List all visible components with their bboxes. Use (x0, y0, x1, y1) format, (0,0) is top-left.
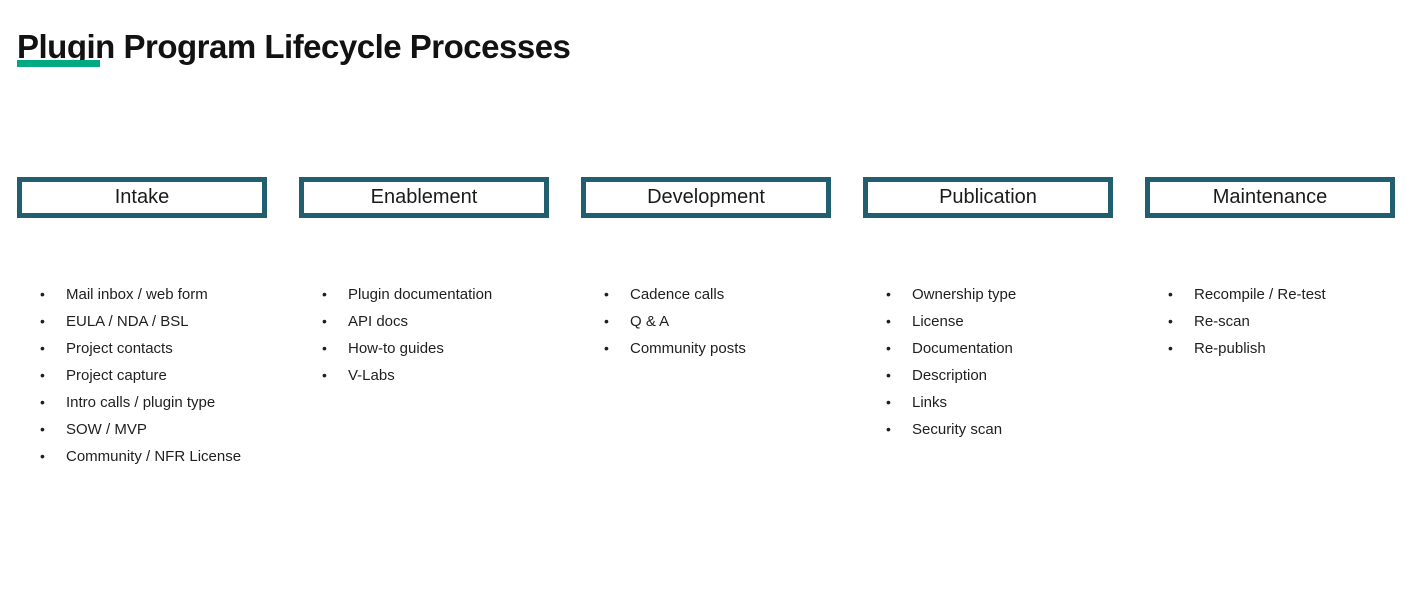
list-item: • V-Labs (299, 362, 549, 389)
stage-header-label: Intake (114, 186, 170, 208)
column-intake: Intake • Mail inbox / web form • EULA / NDA… (17, 177, 267, 470)
stage-item-list: • Recompile / Re-test • Re-scan • Re-publish (1145, 281, 1395, 362)
column-enablement: Enablement • Plugin documentation • API doc… (299, 177, 549, 470)
list-item: • Links (863, 389, 1113, 416)
list-item: • SOW / MVP (17, 416, 267, 443)
stage-item-list: •Mail inbox / web form•EULA / NDA / BSL•… (17, 281, 267, 470)
list-item: • Plugin documentation (299, 281, 549, 308)
stage-header-box: Maintenance (1145, 177, 1395, 218)
list-item-label: Recompile / Re-test (1194, 286, 1326, 303)
list-item-label: V-Labs (348, 367, 395, 384)
bullet-icon: • (1168, 313, 1173, 329)
bullet-icon: • (1168, 340, 1173, 356)
list-item-label: Cadence calls (630, 286, 725, 303)
list-item: • EULA / NDA / BSL (17, 308, 267, 335)
list-item-label: Project contacts (66, 340, 173, 357)
bullet-icon: • (886, 421, 891, 437)
list-item-label: Re-scan (1194, 313, 1250, 330)
bullet-icon: • (322, 286, 327, 302)
bullet-icon: • (604, 313, 609, 329)
list-item: • License (863, 308, 1113, 335)
list-item: • API docs (299, 308, 549, 335)
bullet-icon: • (40, 313, 45, 329)
stage-item-list: • Cadence calls • Q & A • Community posts (581, 281, 831, 362)
stage-header-box: Publication (863, 177, 1113, 218)
page-title: Plugin Program Lifecycle Processes (17, 28, 571, 66)
list-item: • Description (863, 362, 1113, 389)
bullet-icon: • (40, 421, 45, 437)
list-item-label: Project capture (66, 367, 167, 384)
list-item-label: Security scan (912, 421, 1003, 438)
list-item: • Community / NFR License (17, 443, 267, 470)
list-item: • Ownership type (863, 281, 1113, 308)
bullet-icon: • (40, 340, 45, 356)
list-item-label: Ownership type (912, 286, 1017, 303)
bullet-icon: • (322, 367, 327, 383)
list-item: • Project capture (17, 362, 267, 389)
list-item: • Recompile / Re-test (1145, 281, 1395, 308)
list-item-label: License (912, 313, 964, 330)
stage-item-list: • Ownership type • License • Documentation • De… (863, 281, 1113, 443)
bullet-icon: • (886, 286, 891, 302)
list-item-label: Community / NFR License (66, 448, 242, 465)
bullet-icon: • (886, 394, 891, 410)
list-item: • Intro calls / plugin type (17, 389, 267, 416)
stage-header-label: Publication (939, 186, 1037, 208)
list-item: • Project contacts (17, 335, 267, 362)
column-publication: Publication • Ownership type • License • Docu… (863, 177, 1113, 470)
list-item: • Mail inbox / web form (17, 281, 267, 308)
list-item-label: How-to guides (348, 340, 444, 357)
stage-header-box: Enablement (299, 177, 549, 218)
list-item-label: Plugin documentation (348, 286, 493, 303)
list-item-label: API docs (348, 313, 409, 330)
list-item: • Security scan (863, 416, 1113, 443)
list-item: • Re-scan (1145, 308, 1395, 335)
list-item-label: Q & A (630, 313, 670, 330)
stage-header-box: Development (581, 177, 831, 218)
list-item-label: Links (912, 394, 948, 411)
bullet-icon: • (40, 286, 45, 302)
column-development: Development • Cadence calls • Q & A • Communi… (581, 177, 831, 470)
stage-item-list: • Plugin documentation • API docs • How-to gu… (299, 281, 549, 389)
bullet-icon: • (322, 313, 327, 329)
bullet-icon: • (604, 286, 609, 302)
bullet-icon: • (604, 340, 609, 356)
lifecycle-columns: Intake • Mail inbox / web form • EULA / NDA… (17, 177, 1395, 470)
stage-header-label: Enablement (370, 186, 478, 208)
bullet-icon: • (40, 394, 45, 410)
bullet-icon: • (322, 340, 327, 356)
stage-header-label: Development (647, 186, 765, 208)
list-item-label: Community posts (630, 340, 746, 357)
list-item: • Re-publish (1145, 335, 1395, 362)
bullet-icon: • (1168, 286, 1173, 302)
bullet-icon: • (886, 340, 891, 356)
list-item-label: Intro calls / plugin type (66, 394, 216, 411)
accent-rule (17, 60, 100, 67)
list-item: • Community posts (581, 335, 831, 362)
bullet-icon: • (886, 313, 891, 329)
list-item: • How-to guides (299, 335, 549, 362)
list-item-label: Description (912, 367, 988, 384)
list-item: • Q & A (581, 308, 831, 335)
bullet-icon: • (886, 367, 891, 383)
bullet-icon: • (40, 448, 45, 464)
list-item-label: SOW / MVP (66, 421, 147, 438)
list-item-label: EULA / NDA / BSL (66, 313, 189, 330)
stage-header-label: Maintenance (1212, 186, 1328, 208)
list-item-label: Re-publish (1194, 340, 1266, 357)
bullet-icon: • (40, 367, 45, 383)
list-item-label: Documentation (912, 340, 1013, 357)
column-maintenance: Maintenance • Recompile / Re-test • Re-scan… (1145, 177, 1395, 470)
list-item: • Documentation (863, 335, 1113, 362)
list-item-label: Mail inbox / web form (66, 286, 208, 303)
list-item: • Cadence calls (581, 281, 831, 308)
stage-header-box: Intake (17, 177, 267, 218)
